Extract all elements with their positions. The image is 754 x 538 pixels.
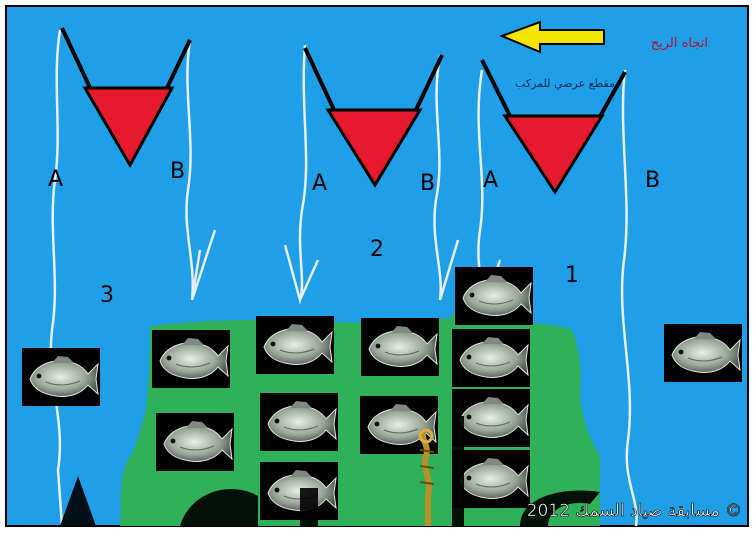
boat-1-number: 1 (565, 263, 579, 288)
fish-icon (256, 316, 334, 374)
fish-icon (452, 329, 530, 387)
boat-2-number: 2 (370, 237, 384, 262)
fish-icon (156, 413, 234, 471)
fish-icon (664, 324, 742, 382)
fish-icon (22, 348, 100, 406)
copyright-text: مسابقة صياد السمك 2012 © (527, 501, 742, 521)
fish-icon (455, 267, 533, 325)
boat-3-number: 3 (100, 283, 114, 308)
cross-section-label: مقطع عرضي للمركب (515, 77, 615, 90)
boat-2-label-b: B (420, 171, 435, 196)
wind-direction-label: اتجاه الريح (651, 36, 708, 51)
fish-icon (260, 393, 338, 451)
fish-icon (361, 318, 439, 376)
boat-1-label-b: B (645, 168, 660, 193)
boat-1-label-a: A (483, 168, 498, 193)
fish-icon (260, 462, 338, 520)
boat-2-label-a: A (312, 171, 327, 196)
fish-icon (152, 330, 230, 388)
boat-3-label-b: B (170, 159, 185, 184)
boat-3-label-a: A (48, 167, 63, 192)
